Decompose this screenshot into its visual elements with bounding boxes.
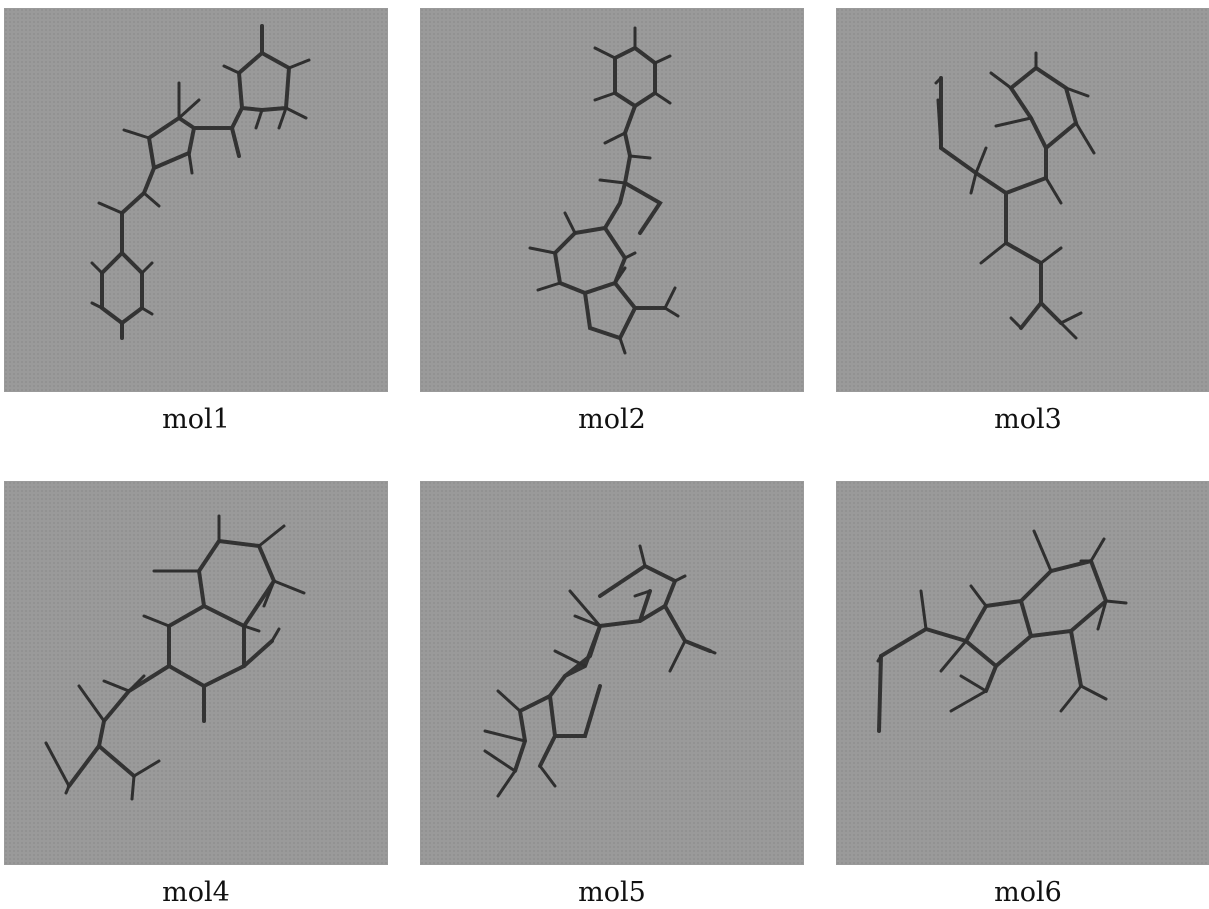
molecule-label-6: mol6 — [994, 877, 1062, 908]
molecule-render-4 — [4, 481, 388, 865]
molecule-panel-3: mol3 — [836, 8, 1209, 436]
molecule-panel-6: mol6 — [836, 481, 1209, 909]
molecule-structure-5 — [483, 544, 717, 798]
molecule-structure-2 — [528, 26, 680, 355]
molecule-label-2: mol2 — [578, 404, 646, 435]
molecule-structure-4 — [44, 514, 306, 801]
molecule-label-4: mol4 — [162, 877, 230, 908]
molecule-structure-6 — [876, 529, 1128, 733]
molecule-render-2 — [420, 8, 804, 392]
molecule-panel-5: mol5 — [420, 481, 804, 909]
molecule-structure-3 — [934, 51, 1096, 340]
molecule-render-1 — [4, 8, 388, 392]
molecule-render-6 — [836, 481, 1209, 865]
molecule-render-5 — [420, 481, 804, 865]
molecule-panel-4: mol4 — [4, 481, 388, 909]
molecule-label-5: mol5 — [578, 877, 646, 908]
molecule-panel-2: mol2 — [420, 8, 804, 436]
molecule-panel-1: mol1 — [4, 8, 388, 436]
molecule-label-1: mol1 — [162, 404, 230, 435]
molecule-render-3 — [836, 8, 1209, 392]
molecule-structure-1 — [90, 24, 311, 340]
molecule-label-3: mol3 — [994, 404, 1062, 435]
